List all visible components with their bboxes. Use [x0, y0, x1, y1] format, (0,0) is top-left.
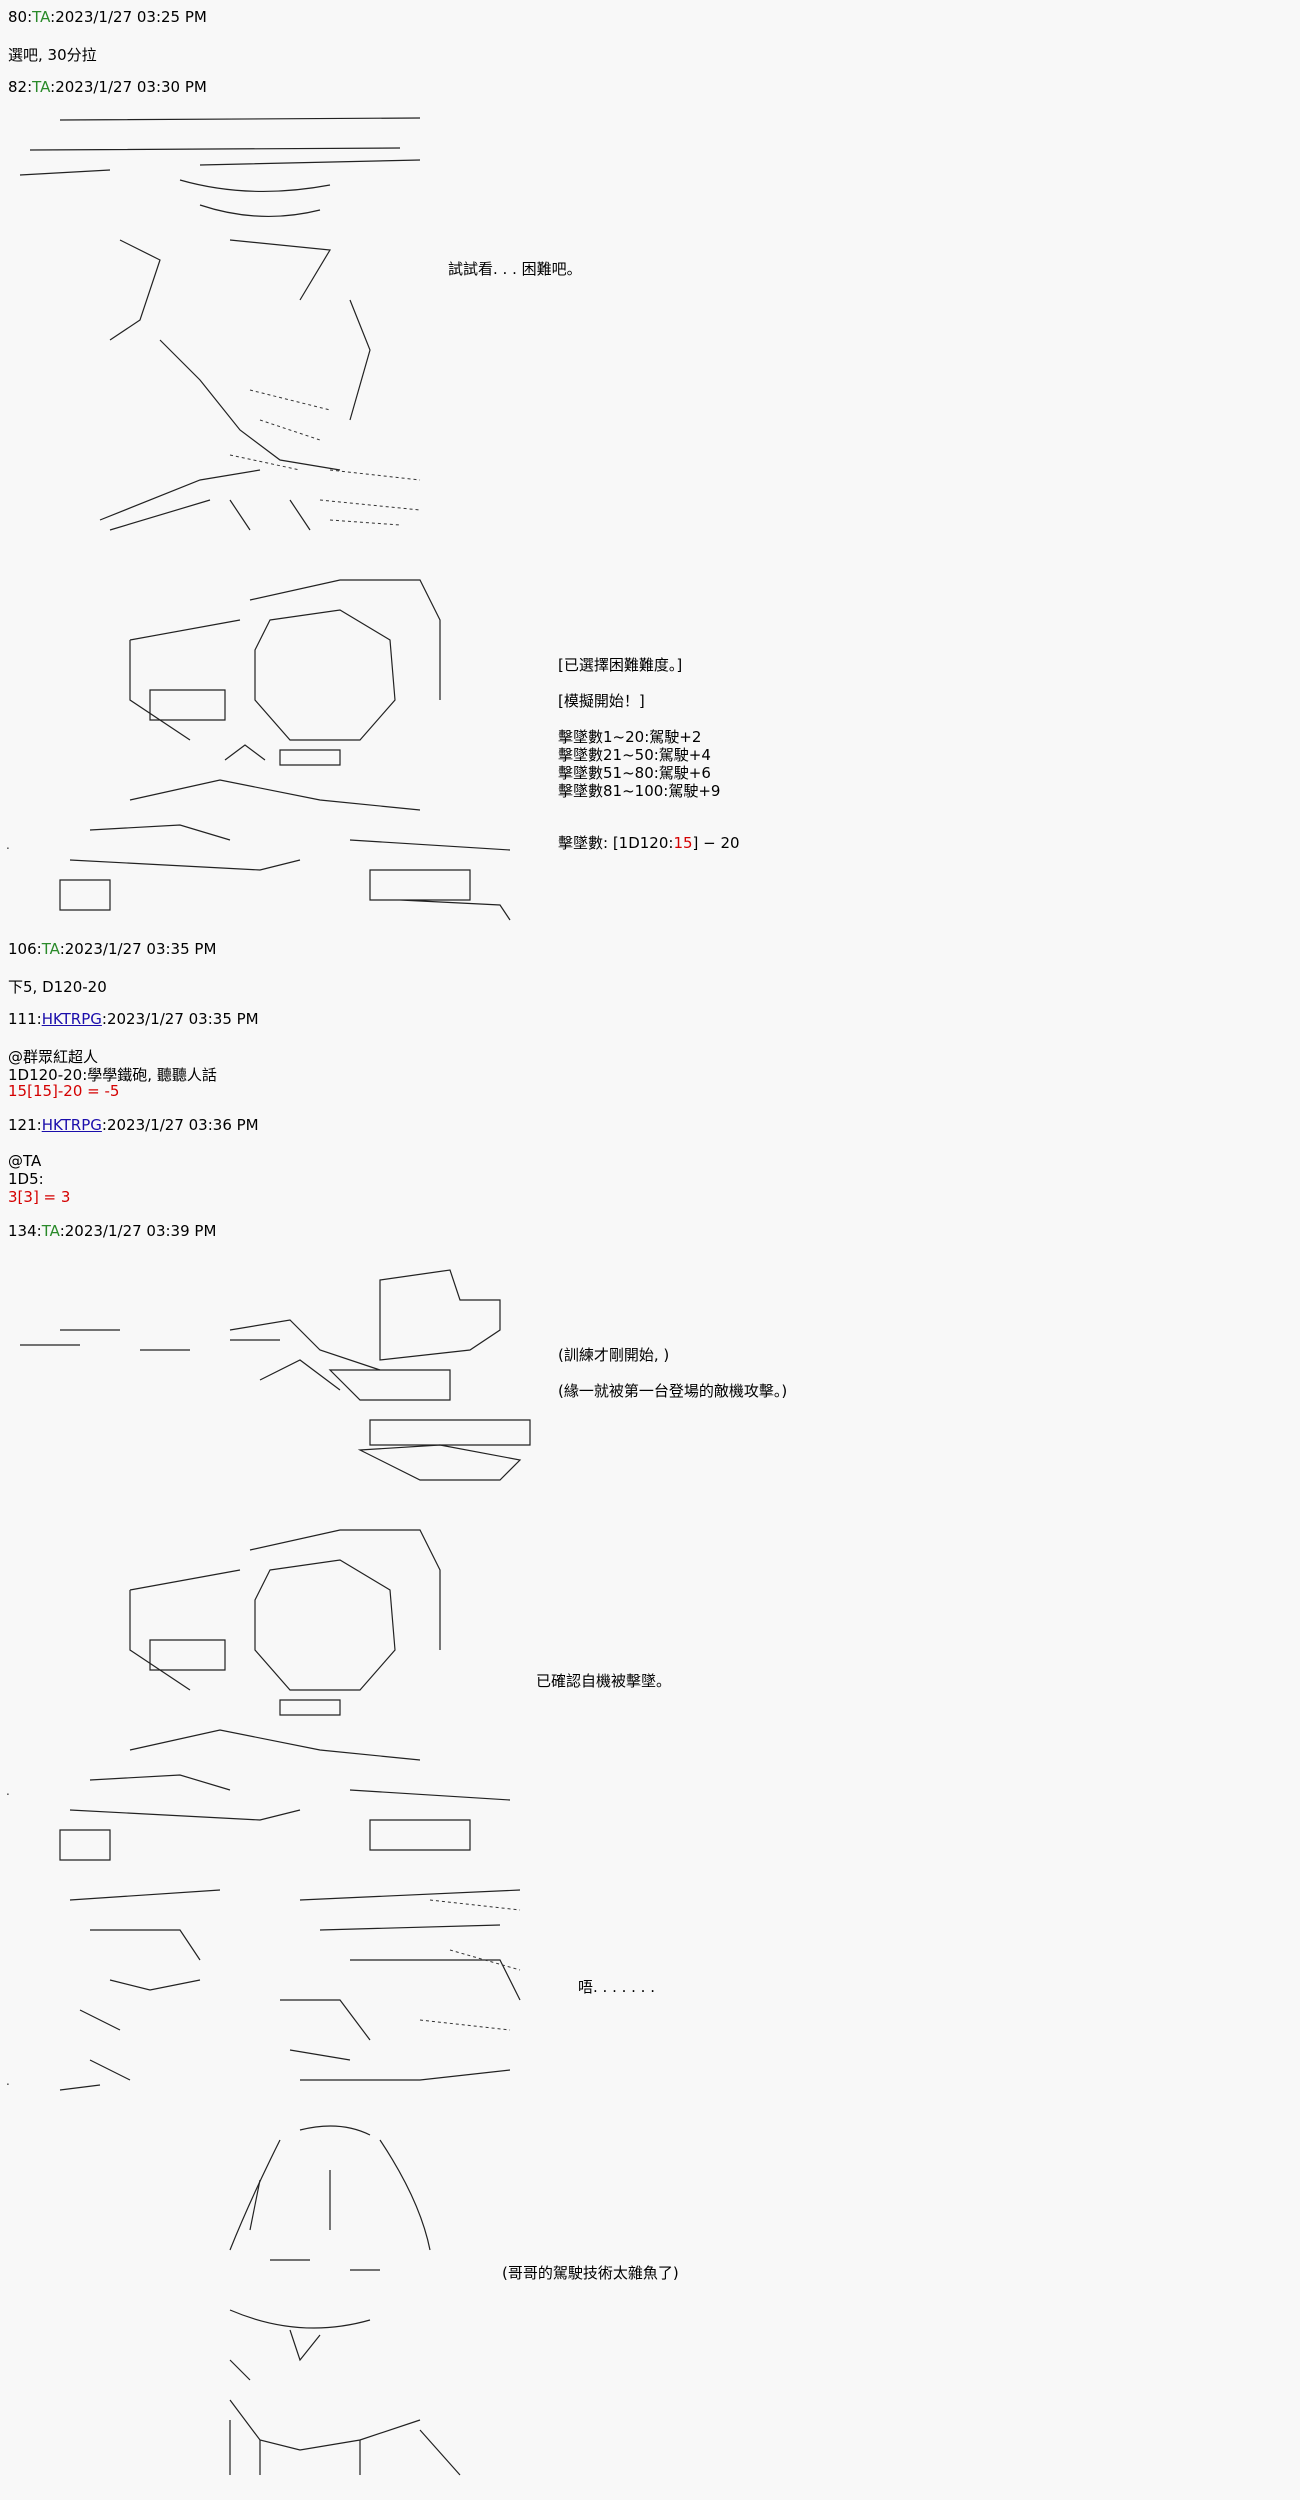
narration-2g: 擊墜數: [1D120:15] − 20 [558, 834, 740, 852]
post-body-mention: @群眾紅超人 [8, 1048, 99, 1066]
narration-2b: [模擬開始！] [558, 692, 645, 710]
narration-2d: 擊墜數21~50:駕駛+4 [558, 746, 711, 764]
post-body-mention: @TA [8, 1152, 42, 1170]
art-machine-1 [59, 579, 511, 921]
post-header: 134:TA:2023/1/27 03:39 PM [8, 1222, 217, 1240]
poster-name[interactable]: TA [41, 940, 60, 958]
narration-5: 唔. . . . . . . [578, 1978, 655, 1996]
post-body-result: 15[15]-20 = -5 [8, 1082, 120, 1100]
narration-2a: [已選擇困難難度。] [558, 656, 683, 674]
post-header: 121:HKTRPG:2023/1/27 03:36 PM [8, 1116, 259, 1134]
poster-name[interactable]: TA [41, 1222, 60, 1240]
post-body-roll: 1D5: [8, 1170, 44, 1188]
art-machine-2 [59, 1529, 511, 1861]
narration-2f: 擊墜數81~100:駕駛+9 [558, 782, 721, 800]
narration-6: (哥哥的駕駛技術太雜魚了) [502, 2264, 679, 2282]
post-header: 106:TA:2023/1/27 03:35 PM [8, 940, 217, 958]
narration-3b: (緣一就被第一台登場的敵機攻擊。) [558, 1382, 788, 1400]
art-cockpit [20, 1269, 531, 1481]
art-two-figures [59, 1889, 521, 2091]
poster-name[interactable]: HKTRPG [41, 1116, 102, 1134]
art-figure-2 [229, 2125, 461, 2476]
post-body-result: 3[3] = 3 [8, 1188, 71, 1206]
poster-name[interactable]: TA [32, 78, 51, 96]
post-header: 82:TA:2023/1/27 03:30 PM [8, 78, 207, 96]
narration-3a: (訓練才剛開始, ) [558, 1346, 670, 1364]
art-figure-1 [19, 117, 421, 531]
narration-2e: 擊墜數51~80:駕駛+6 [558, 764, 711, 782]
post-header: 80:TA:2023/1/27 03:25 PM [8, 8, 207, 26]
post-header: 111:HKTRPG:2023/1/27 03:35 PM [8, 1010, 259, 1028]
poster-name[interactable]: TA [32, 8, 51, 26]
poster-name[interactable]: HKTRPG [41, 1010, 102, 1028]
narration-2c: 擊墜數1~20:駕駛+2 [558, 728, 702, 746]
post-body: 下5, D120-20 [8, 978, 107, 996]
post-body: 選吧, 30分拉 [8, 46, 97, 64]
narration-1: 試試看. . . 困難吧。 [448, 260, 582, 278]
post-body-roll: 1D120-20:學學鐵砲, 聽聽人話 [8, 1066, 217, 1084]
narration-4: 已確認自機被擊墜。 [536, 1672, 672, 1690]
